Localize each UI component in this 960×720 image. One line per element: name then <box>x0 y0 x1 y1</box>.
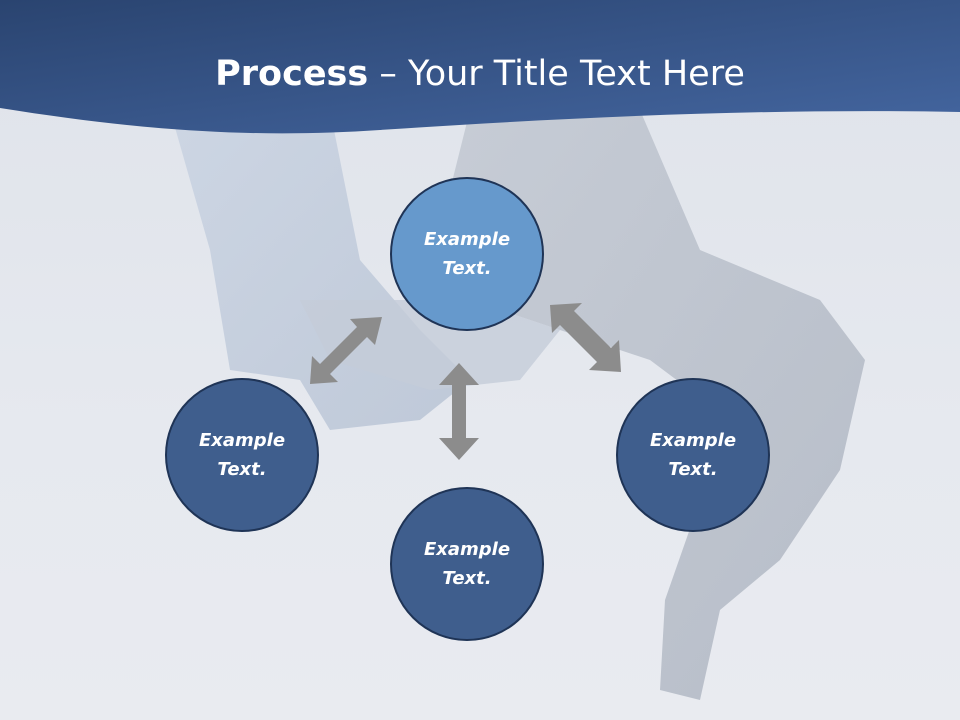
node-right-line2: Text. <box>668 459 718 480</box>
title-rest: – Your Title Text Here <box>368 54 745 94</box>
node-bottom-line2: Text. <box>442 568 492 589</box>
node-bottom-line1: Example <box>423 539 511 560</box>
node-left-line2: Text. <box>217 459 267 480</box>
node-top-line2: Text. <box>442 258 492 279</box>
node-right-line1: Example <box>649 430 737 451</box>
node-left-line1: Example <box>198 430 286 451</box>
title-bold: Process <box>215 54 369 94</box>
header-band <box>0 0 960 134</box>
node-top-line1: Example <box>423 229 511 250</box>
slide-title: Process – Your Title Text Here <box>0 52 960 96</box>
